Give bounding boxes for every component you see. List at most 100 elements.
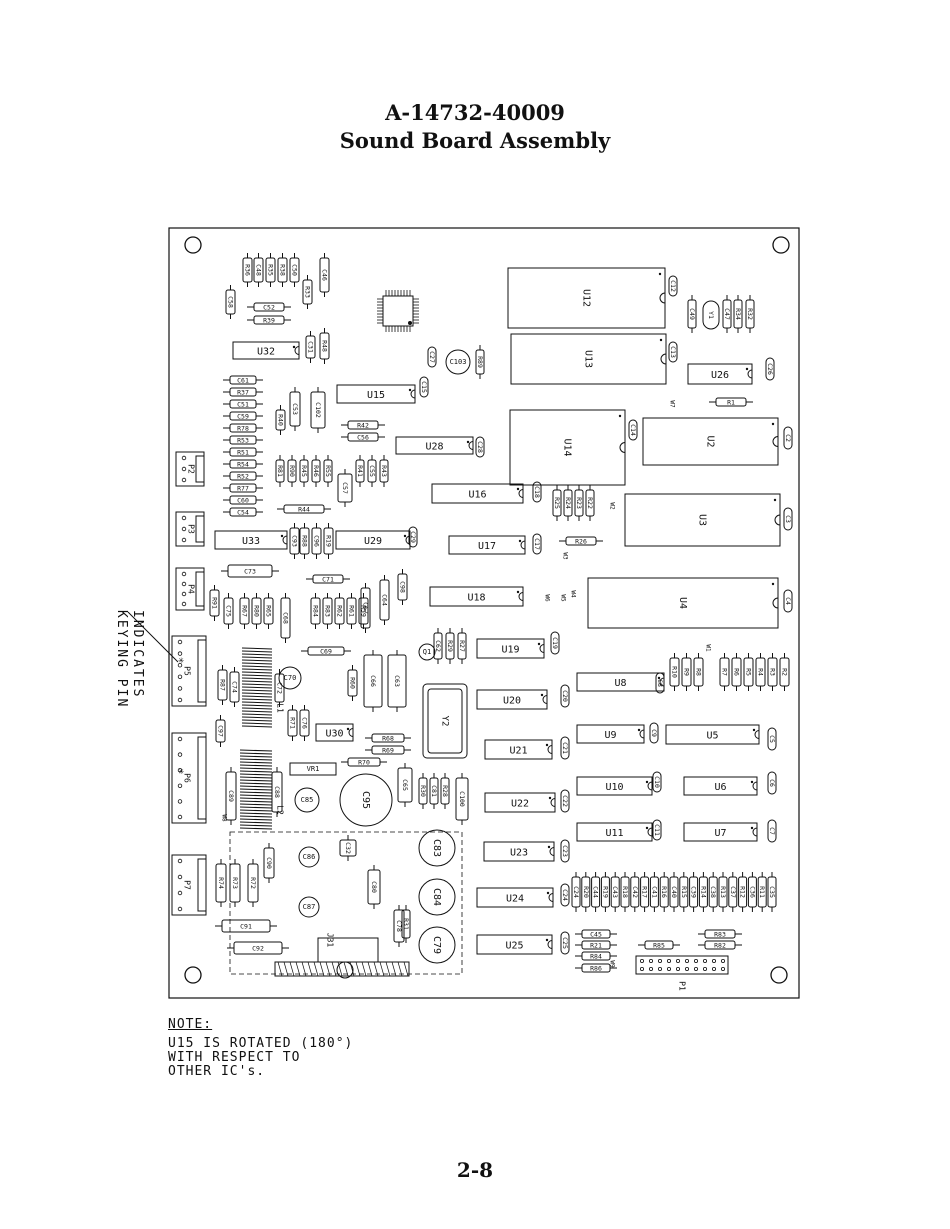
cap-c6: C6 xyxy=(767,771,777,795)
part-r28: R28 xyxy=(440,773,450,809)
part-label: R25 xyxy=(553,497,561,509)
connector-p4: P4 xyxy=(175,567,205,611)
part-label: R55 xyxy=(324,465,332,477)
ic-label: U3 xyxy=(697,514,708,526)
part-r26: R26 xyxy=(559,536,603,546)
part-label: C92 xyxy=(252,945,264,953)
part-label: C26 xyxy=(766,363,774,375)
part-label: R41 xyxy=(356,465,364,477)
part-label: R68 xyxy=(382,735,394,743)
part-label: R20 xyxy=(582,886,590,898)
part-r8: R8 xyxy=(693,653,704,691)
ic-u26: U26 xyxy=(687,363,753,385)
part-label: R32 xyxy=(746,308,754,320)
ic-u25: U25 xyxy=(476,934,553,955)
part-r91: R91 xyxy=(209,585,220,621)
cap-c7: C7 xyxy=(767,819,777,843)
part-label: C72 xyxy=(276,682,284,694)
jumper-label: W2 xyxy=(609,502,616,510)
part-label: R14 xyxy=(699,886,707,898)
part-c78: C78 xyxy=(393,905,405,947)
ic-u7: U7 xyxy=(683,822,758,842)
part-label: R36 xyxy=(244,264,252,276)
cap-c19: C19 xyxy=(550,631,560,655)
part-r7: R7 xyxy=(719,653,730,691)
part-label: C25 xyxy=(561,937,569,949)
part-label: L2 xyxy=(276,805,285,815)
part-label: C93 xyxy=(291,535,299,547)
part-label: R9 xyxy=(683,668,691,676)
part-c76: C76 xyxy=(299,705,310,741)
part-label: R12 xyxy=(739,886,747,898)
assembly-title: Sound Board Assembly xyxy=(339,128,611,153)
part-label: R69 xyxy=(382,747,394,755)
part-c81: C81 xyxy=(429,773,439,809)
ic-u4: U4 xyxy=(587,577,779,629)
part-label: C91 xyxy=(240,923,252,931)
part-label: C3 xyxy=(784,515,792,523)
part-label: R72 xyxy=(249,877,257,889)
connector-p2: P2 xyxy=(175,451,205,487)
part-r27: R27 xyxy=(457,628,467,664)
part-label: R89 xyxy=(476,356,484,368)
part-r1: R1 xyxy=(709,397,753,407)
part-c50: C50 xyxy=(289,253,300,287)
part-label: R38 xyxy=(279,264,287,276)
part-r67: R67 xyxy=(239,593,250,629)
part-label: R30 xyxy=(419,785,427,797)
part-label: R86 xyxy=(590,965,602,973)
part-label: R90 xyxy=(288,465,296,477)
ic-label: U2 xyxy=(705,435,716,447)
part-r82: R82 xyxy=(698,940,742,950)
ic-u9: U9 xyxy=(576,724,645,744)
part-label: R77 xyxy=(237,485,249,493)
part-label: R27 xyxy=(458,640,466,652)
part-label: R13 xyxy=(719,886,727,898)
part-r12: R12 xyxy=(738,872,748,912)
part-label: C63 xyxy=(393,675,401,687)
part-label: C86 xyxy=(303,853,316,861)
part-r20: R20 xyxy=(581,872,591,912)
ic-u5: U5 xyxy=(665,724,760,745)
part-c45: C45 xyxy=(575,929,617,939)
part-label: Y2 xyxy=(440,716,450,727)
cap-c13: C13 xyxy=(668,341,678,363)
part-label: R73 xyxy=(231,877,239,889)
ic-label: U30 xyxy=(325,729,343,740)
cap-c5: C5 xyxy=(767,727,777,751)
cap-c26: C26 xyxy=(765,357,775,381)
part-label: C29 xyxy=(409,531,417,543)
part-label: R26 xyxy=(575,538,587,546)
ic-label: U29 xyxy=(364,536,382,547)
ic-u18: U18 xyxy=(429,586,524,607)
part-r59: R59 xyxy=(358,593,369,629)
part-label: R8 xyxy=(695,668,703,676)
part-r68: R68 xyxy=(365,733,411,743)
part-label: R28 xyxy=(441,785,449,797)
part-r62: R62 xyxy=(334,593,345,629)
part-label: C5 xyxy=(768,735,776,743)
part-label: C47 xyxy=(723,308,731,320)
part-label: Y1 xyxy=(707,311,715,319)
keying-pin-callout: INDICATES KEYING PIN xyxy=(109,610,153,750)
ic-u12: U12 xyxy=(507,267,666,329)
part-label: R82 xyxy=(714,942,726,950)
part-label: R46 xyxy=(312,465,320,477)
part-label: Q1 xyxy=(423,648,431,656)
ic-u28: U28 xyxy=(395,436,474,455)
part-r61: R61 xyxy=(346,593,357,629)
part-c69: C69 xyxy=(301,646,351,656)
part-label: C60 xyxy=(237,497,249,505)
part-r80: R80 xyxy=(251,593,262,629)
part-label: R91 xyxy=(211,597,219,609)
ic-u10: U10 xyxy=(576,776,653,796)
part-label: C66 xyxy=(369,675,377,687)
ecap-c86: C86 xyxy=(298,846,320,868)
part-r45: R45 xyxy=(299,455,309,487)
part-label: C61 xyxy=(237,377,249,385)
part-c41: C41 xyxy=(649,872,659,912)
part-label: C102 xyxy=(314,402,322,418)
ic-u30: U30 xyxy=(315,723,354,742)
ic-label: U21 xyxy=(509,746,527,757)
